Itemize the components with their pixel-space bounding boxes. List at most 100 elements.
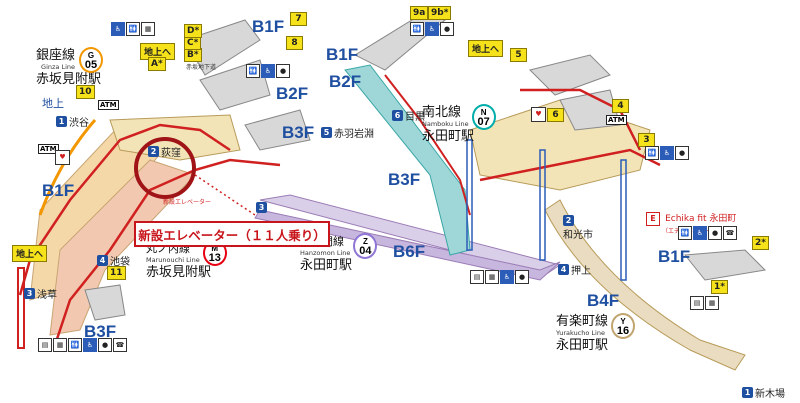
to-ground-label-2: 地上へ	[468, 40, 504, 57]
baby-icon: ●	[675, 146, 689, 160]
new-elevator-callout: 新設エレベーター（１１人乗り）	[134, 221, 330, 247]
elevator-shaft-3	[466, 139, 473, 251]
toilet-icon: 🚻	[645, 146, 659, 160]
locker-icon: ▦	[705, 296, 719, 310]
stair-block-3	[244, 109, 311, 151]
floor-label-b3f-left: B3F	[84, 322, 117, 341]
wheelchair-icon: ♿	[693, 226, 707, 240]
akasaka-underpass-label: 赤坂地下道	[186, 64, 217, 71]
phone-icon: ☎	[113, 338, 127, 352]
exit-number-A: A*	[148, 57, 166, 71]
toilet-icon: 🚻	[678, 226, 692, 240]
ticket-icon: ▤	[38, 338, 52, 352]
floor-label-b2f-top: B2F	[276, 84, 309, 103]
stair-left-bottom	[84, 284, 126, 321]
namboku-line-en: Namboku Line	[422, 120, 469, 128]
yurakucho-line-en: Yurakucho Line	[556, 329, 605, 337]
stair-right-1	[529, 54, 611, 96]
wheelchair-icon: ♿	[500, 270, 514, 284]
baby-icon: ●	[440, 22, 454, 36]
exit-number-1r: 1*	[711, 280, 728, 294]
exit-number-7: 7	[290, 12, 307, 26]
ginza-line-name: 銀座線	[36, 48, 76, 63]
ginza-station-name: 赤坂見附駅	[36, 72, 102, 87]
ginza-line-en: Ginza Line	[41, 63, 76, 71]
facility-icons-b6f: ▤ ▦ ♿ ●	[470, 270, 529, 284]
atm-icon: ATM	[38, 144, 59, 154]
floor-label-b1f-left: B1F	[42, 181, 75, 200]
exit-number-4r: 4	[612, 99, 629, 113]
aed-icon: ♥	[55, 150, 70, 165]
elevator-shaft-1	[17, 267, 25, 349]
elevator-shaft-4	[620, 159, 627, 281]
ticket-icon: ▤	[470, 270, 484, 284]
new-elevator-small-label: 新設エレベーター	[163, 199, 212, 206]
floor-label-b6f: B6F	[393, 242, 426, 261]
yurakucho-line-name: 有楽町線	[556, 314, 609, 329]
exit-number-9b: 9b*	[428, 6, 452, 20]
exit-number-10: 10	[76, 85, 95, 99]
locker-icon: ▦	[53, 338, 67, 352]
hanzomon-station-name: 永田町駅	[300, 258, 353, 273]
floor-label-b4f: B4F	[587, 291, 620, 310]
facility-icons-b1f-right: 🚻 ♿ ● ☎	[678, 226, 737, 240]
hanzomon-line-en: Hanzomon Line	[300, 249, 351, 257]
facility-icons-bottom-right: ▤ ▦	[690, 296, 719, 310]
b1f-right-block	[684, 249, 767, 281]
to-ground-label-3: 地上へ	[12, 245, 48, 262]
wheelchair-icon: ♿	[261, 64, 275, 78]
facility-icons-top-left: ♿ 🚻 ▦	[111, 22, 155, 36]
exit-number-6r: 6	[547, 108, 564, 122]
floor-label-b3f-center: B3F	[388, 170, 421, 189]
stair-block-1	[184, 19, 261, 76]
locker-icon: ▦	[141, 22, 155, 36]
floor-label-b2f-mid: B2F	[329, 72, 362, 91]
aed-icon: ♥	[531, 107, 546, 122]
hanzomon-platform	[254, 209, 561, 281]
baby-icon: ●	[708, 226, 722, 240]
ticket-icon: ▤	[690, 296, 704, 310]
elevator-dotted-path	[194, 174, 256, 216]
atm-icon: ATM	[606, 115, 627, 125]
wheelchair-icon: ♿	[425, 22, 439, 36]
exit-number-11: 11	[107, 266, 126, 280]
route-line-right2	[520, 88, 642, 151]
floor-label-b1f-right: B1F	[658, 247, 691, 266]
elevator-highlight-circle	[134, 137, 196, 199]
exit-number-2r: 2*	[752, 236, 769, 250]
route-line-left2	[53, 158, 281, 346]
stair-right-2	[559, 89, 621, 131]
route-line-namboku	[384, 74, 471, 216]
exit-number-5: 5	[510, 48, 527, 62]
locker-icon: ▦	[485, 270, 499, 284]
toilet-icon: 🚻	[68, 338, 82, 352]
exit-number-9a: 9a	[410, 6, 429, 20]
floor-label-b1f-mid: B1F	[326, 45, 359, 64]
exit-3-b6f: 3	[256, 202, 269, 213]
baby-icon: ●	[98, 338, 112, 352]
floor-label-b1f-top: B1F	[252, 17, 285, 36]
chijo-label: 地上	[42, 97, 64, 110]
restroom-icon: ♿	[111, 22, 125, 36]
marunouchi-station-block: 丸ノ内線 Marunouchi Line M13 赤坂見附駅	[146, 240, 227, 280]
facility-icons-namboku: 🚻 ♿ ●	[410, 22, 454, 36]
facility-icons-b3f-left: ▤ ▦ 🚻 ♿ ● ☎	[38, 338, 127, 352]
marunouchi-line-en: Marunouchi Line	[146, 256, 200, 264]
toilet-icon: 🚻	[246, 64, 260, 78]
echika-name: Echika fit 永田町	[665, 214, 737, 224]
exit-number-3r: 3	[638, 133, 655, 147]
echika-icon: E	[646, 212, 660, 226]
facility-icons-top-mid: 🚻 ♿ ●	[246, 64, 290, 78]
